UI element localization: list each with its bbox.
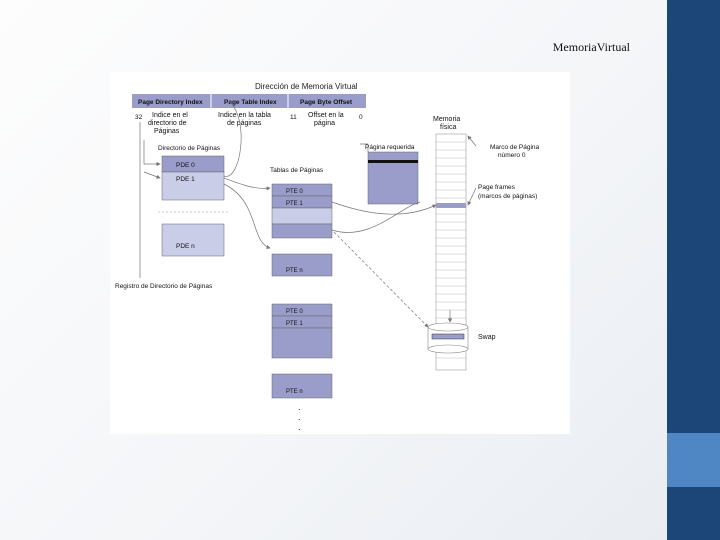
page-frames-label-1: Page frames xyxy=(478,184,516,191)
pte0-label: PTE 0 xyxy=(286,189,303,195)
pten-b-label: PTE n xyxy=(286,389,303,395)
desc-pd-line1: Indice en el xyxy=(152,112,188,119)
pten-label: PTE n xyxy=(286,268,303,274)
page-table-1 xyxy=(271,183,333,277)
bit-label-left: 32 xyxy=(135,114,143,121)
vaddr-title: Dirección de Memoria Virtual xyxy=(255,82,358,91)
ellipsis-dot-1: . xyxy=(298,402,301,412)
physical-memory-label-2: física xyxy=(440,124,456,131)
pde0-label: PDE 0 xyxy=(176,162,195,169)
ellipsis-dot-3: . xyxy=(298,422,301,432)
desc-off-line1: Offset en la xyxy=(308,112,344,119)
field-page-directory-index: Page Directory Index xyxy=(138,99,203,106)
swap-disk xyxy=(427,322,469,354)
pte1-label: PTE 1 xyxy=(286,201,303,207)
desc-off-line2: página xyxy=(314,120,335,127)
swap-label: Swap xyxy=(478,334,496,341)
vaddr-bar xyxy=(132,94,366,108)
desc-pt-line1: Indice en la tabla xyxy=(218,112,271,119)
pte0-b-label: PTE 0 xyxy=(286,309,303,315)
diagram-canvas: Dirección de Memoria Virtual Page Direct… xyxy=(115,82,540,432)
desc-pt-line2: de páginas xyxy=(227,120,262,127)
pde1-label: PDE 1 xyxy=(176,176,195,183)
bit-label-right: 0 xyxy=(359,114,363,121)
page-tables-title: Tablas de Páginas xyxy=(270,167,324,174)
desc-pd-line2: directorio de xyxy=(148,120,187,127)
field-page-table-index: Page Table Index xyxy=(224,99,277,106)
virtual-memory-diagram: Dirección de Memoria Virtual Page Direct… xyxy=(110,72,570,434)
physical-memory-label-1: Memoria xyxy=(433,116,460,123)
page-table-2 xyxy=(271,303,333,399)
requested-page-label: Página requerida xyxy=(365,144,415,151)
frame0-label-1: Marco de Página xyxy=(490,144,540,151)
desc-pd-line3: Páginas xyxy=(154,128,180,135)
frame0-label-2: número 0 xyxy=(498,152,526,159)
page-directory-register-label: Registro de Directorio de Páginas xyxy=(115,283,213,290)
pte1-b-label: PTE 1 xyxy=(286,321,303,327)
side-accent-block xyxy=(667,433,720,487)
bit-label-mid: 11 xyxy=(290,114,297,121)
page-directory-table xyxy=(158,155,228,257)
slide-title: MemoriaVirtual xyxy=(552,40,630,54)
page-directory-title: Directorio de Páginas xyxy=(158,145,221,152)
requested-page-box xyxy=(367,151,419,205)
pden-label: PDE n xyxy=(176,243,195,250)
connector-arrows xyxy=(139,101,477,328)
ellipsis-dot-2: . xyxy=(298,412,301,422)
page-frames-label-2: (marcos de páginas) xyxy=(478,193,537,200)
field-page-byte-offset: Page Byte Offset xyxy=(300,99,353,106)
